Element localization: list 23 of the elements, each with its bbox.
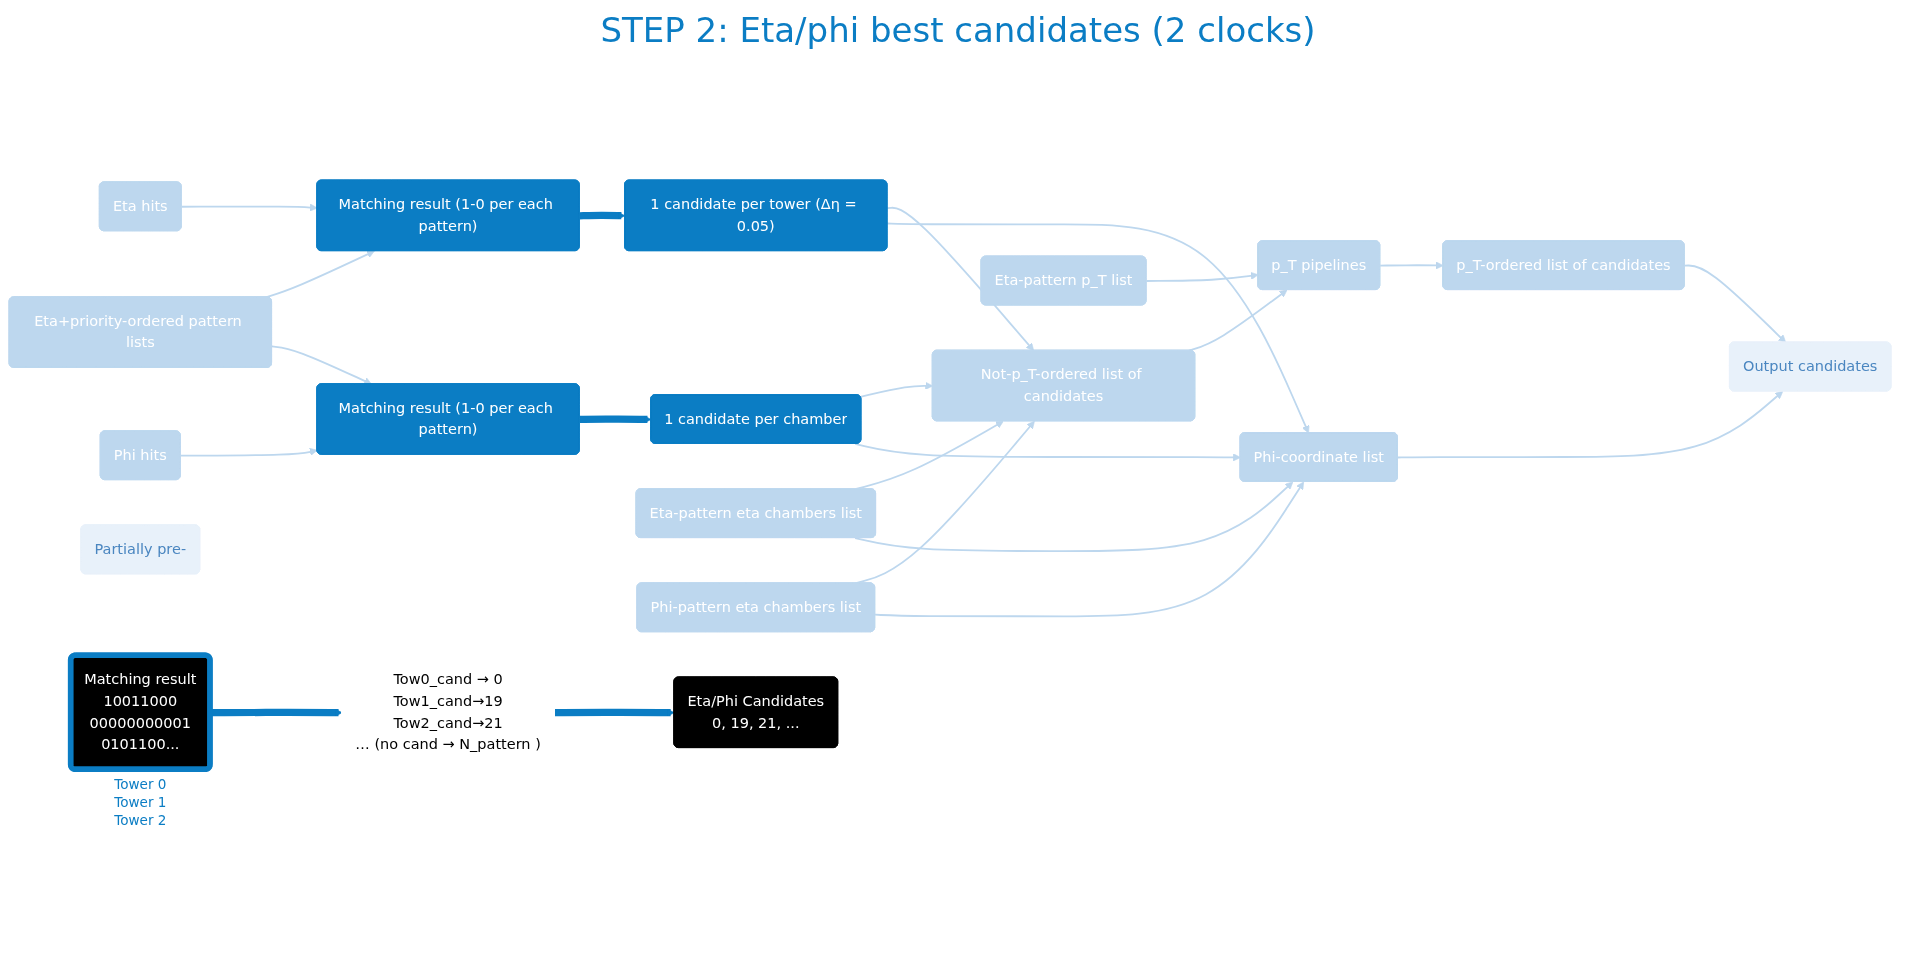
arrow bbox=[874, 481, 1304, 617]
arrow bbox=[180, 203, 318, 212]
arrow bbox=[579, 211, 626, 220]
arrow bbox=[1379, 261, 1444, 270]
arrow bbox=[271, 345, 372, 385]
slide-title: STEP 2: Eta/phi best candidates (2 clocks) bbox=[599, 10, 1317, 50]
arrow bbox=[579, 415, 652, 424]
arrow bbox=[1145, 271, 1259, 282]
arrow bbox=[1683, 264, 1787, 343]
tower-label: Tower 1 bbox=[114, 794, 167, 811]
arrow bbox=[854, 442, 1241, 462]
tower-label: Tower 0 bbox=[114, 775, 167, 792]
arrow bbox=[1188, 289, 1288, 352]
arrow bbox=[886, 222, 1310, 434]
arrow bbox=[1397, 390, 1784, 459]
arrow bbox=[210, 708, 343, 717]
arrow bbox=[886, 206, 1035, 351]
arrow bbox=[554, 708, 675, 717]
arrow bbox=[179, 447, 318, 457]
arrow bbox=[854, 481, 1294, 552]
arrow bbox=[859, 381, 934, 398]
node-text: Tow0_cand → 0 Tow1_cand→19 Tow2_cand→21 … (no cand → N_pattern ) bbox=[355, 670, 541, 753]
tower-label: Tower 2 bbox=[114, 812, 167, 829]
